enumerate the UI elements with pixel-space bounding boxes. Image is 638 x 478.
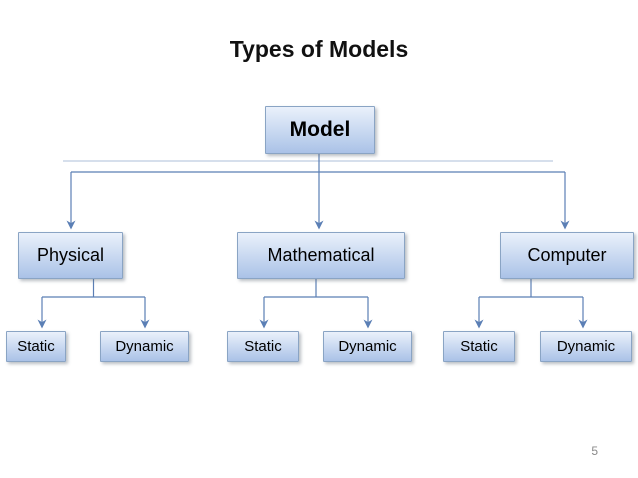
node-mathematical: Mathematical	[237, 232, 405, 279]
node-model: Model	[265, 106, 375, 154]
slide-title: Types of Models	[229, 36, 409, 62]
node-physical-dynamic-label: Dynamic	[115, 338, 174, 355]
node-computer-static: Static	[443, 331, 515, 362]
node-computer-dynamic: Dynamic	[540, 331, 632, 362]
node-physical-label: Physical	[36, 245, 105, 265]
page-number: 5	[591, 444, 598, 458]
connector-model-children	[63, 152, 570, 230]
node-physical-dynamic: Dynamic	[100, 331, 189, 362]
node-physical-static: Static	[6, 331, 66, 362]
node-mathematical-dynamic: Dynamic	[323, 331, 412, 362]
node-mathematical-static-label: Static	[244, 338, 282, 355]
connector-mathematical-children	[259, 277, 373, 329]
node-computer-label: Computer	[527, 245, 607, 265]
node-model-label: Model	[289, 118, 351, 141]
node-mathematical-dynamic-label: Dynamic	[338, 338, 397, 355]
node-computer-dynamic-label: Dynamic	[556, 338, 616, 355]
connector-computer-children	[474, 277, 588, 329]
node-physical-static-label: Static	[17, 338, 55, 355]
node-computer: Computer	[500, 232, 634, 279]
node-computer-static-label: Static	[460, 338, 498, 355]
node-mathematical-label: Mathematical	[267, 245, 375, 265]
node-mathematical-static: Static	[227, 331, 299, 362]
node-physical: Physical	[18, 232, 123, 279]
connector-physical-children	[37, 277, 150, 329]
